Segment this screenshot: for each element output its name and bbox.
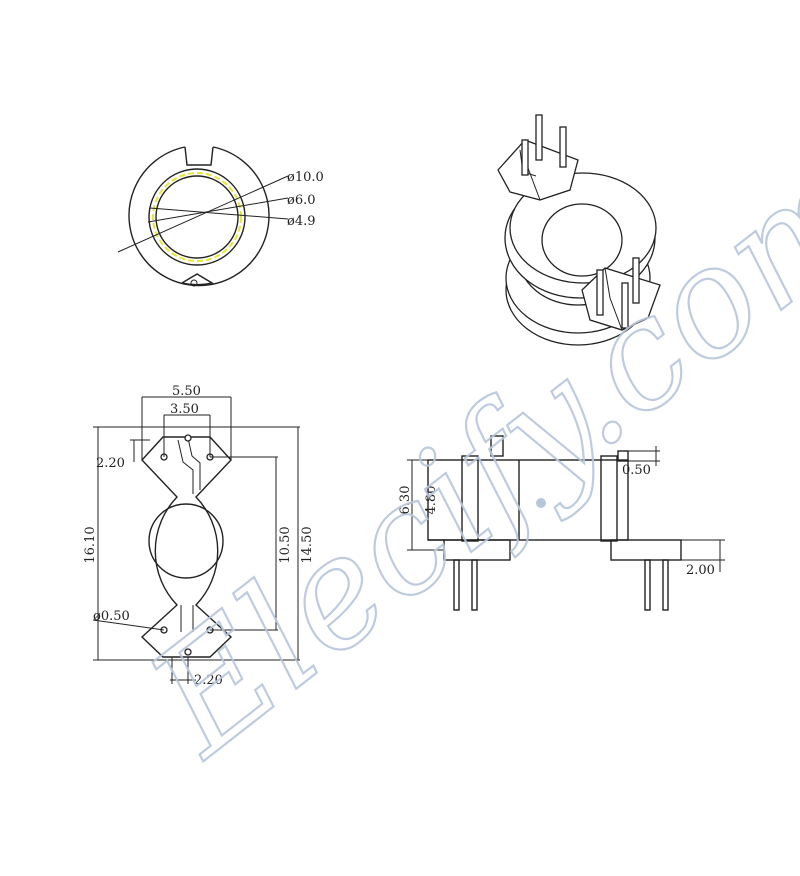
front-pin-top-center	[184, 434, 192, 442]
side-right-tab	[617, 450, 629, 462]
notch-hole	[190, 279, 198, 287]
iso-bore	[541, 203, 623, 277]
dim-0-50: 0.50	[622, 463, 651, 478]
iso-view	[497, 114, 661, 346]
front-view: 5.50 3.50 2.20 16.10 10.50 14.50 ø0.50 2…	[83, 384, 315, 688]
dim-pin-diameter: ø0.50	[93, 609, 130, 624]
dim-2-00: 2.00	[686, 563, 715, 578]
side-flange-left	[461, 455, 479, 542]
side-view: 6.30 4.80 0.50 2.00	[398, 435, 725, 611]
dim-10-50: 10.50	[278, 526, 293, 563]
dim-3-50: 3.50	[170, 402, 199, 417]
leader-diameter-10	[117, 175, 289, 253]
iso-pin-2	[559, 126, 567, 168]
outer-flange-outline	[128, 146, 270, 287]
iso-pin-3	[521, 139, 529, 176]
iso-pin-4	[596, 269, 604, 316]
dim-4-80: 4.80	[424, 486, 439, 515]
dim-2-20-bottom: 2.20	[194, 673, 223, 688]
dim-14-50: 14.50	[300, 526, 315, 563]
side-top-tab	[490, 435, 504, 457]
side-center-dot	[536, 498, 546, 508]
side-pin-1	[453, 559, 460, 611]
dim-diameter-6: ø6.0	[287, 193, 316, 208]
highlight-circle	[152, 172, 242, 262]
front-bore	[148, 503, 224, 579]
flange-notch	[181, 273, 214, 286]
leader-diameter-4-9	[149, 207, 289, 220]
side-pin-4	[662, 559, 669, 611]
dim-diameter-4-9: ø4.9	[287, 214, 316, 229]
front-body-outline	[140, 436, 233, 658]
dim-6-30: 6.30	[398, 486, 413, 515]
front-top-slot	[177, 439, 194, 494]
front-top-slot-2	[187, 437, 201, 490]
side-pin-2	[471, 559, 478, 611]
dim-5-50: 5.50	[172, 384, 201, 399]
dim-diameter-10: ø10.0	[287, 170, 324, 185]
leader-diameter-6	[147, 197, 289, 223]
side-flange-right	[600, 455, 618, 542]
dim-2-20-left: 2.20	[96, 456, 125, 471]
front-pin-bottom-center	[184, 648, 192, 656]
dim-16-10: 16.10	[83, 526, 98, 563]
iso-pin-1	[535, 114, 543, 161]
watermark: Elecify.com	[118, 120, 800, 790]
leader-pin-diameter	[92, 619, 165, 631]
iso-pin-5	[632, 257, 640, 304]
bore-circle	[155, 175, 239, 259]
iso-lower-block-edges	[589, 267, 649, 331]
side-pin-3	[644, 559, 651, 611]
side-right-base	[610, 539, 682, 561]
front-bottom-slot	[180, 605, 194, 632]
winding-circle	[148, 168, 246, 266]
top-view: ø10.0 ø6.0 ø4.9	[117, 146, 324, 287]
flange-slot	[184, 146, 214, 166]
iso-pin-6	[621, 282, 629, 329]
